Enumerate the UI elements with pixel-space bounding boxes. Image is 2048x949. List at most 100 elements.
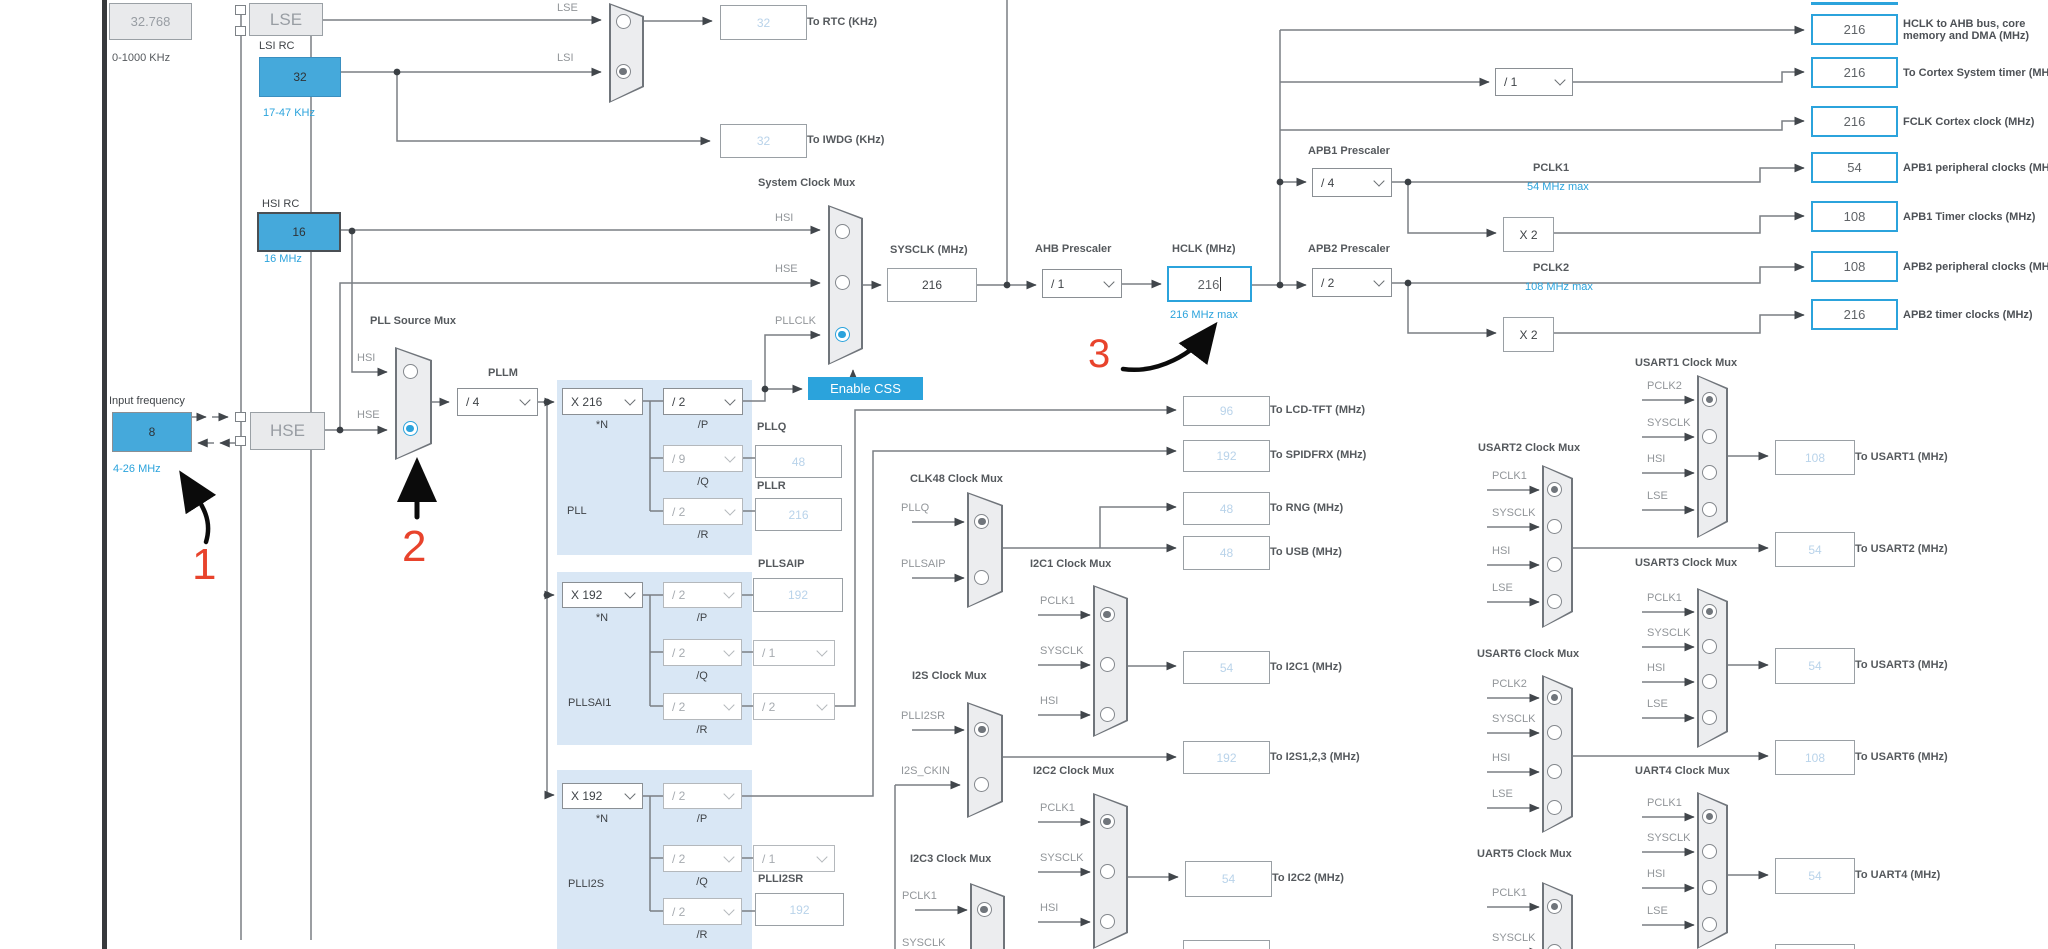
to-i2c2-value-field[interactable]: 54	[1185, 861, 1272, 897]
sys-mux-input-pllclk-radio[interactable]	[834, 327, 850, 342]
rtc-mux-input-lsi-label: LSI	[557, 52, 574, 64]
pllsai1-n-dropdown[interactable]: X 192	[562, 582, 643, 608]
to-i2s123-value-field[interactable]: 192	[1183, 741, 1270, 774]
pllsrc-mux-input-hse-radio[interactable]	[402, 421, 418, 436]
usart1-mux-input-sysclk-radio[interactable]	[1702, 429, 1718, 444]
uart5-mux	[1542, 882, 1573, 949]
usart2-mux-input-pclk1-radio[interactable]	[1547, 482, 1563, 497]
to-i2c1-value-field[interactable]: 54	[1183, 651, 1270, 684]
usart6-mux-input-pclk2-radio[interactable]	[1547, 690, 1563, 705]
chevron-down-icon	[723, 850, 735, 863]
usart6-mux-input-sysclk-radio[interactable]	[1547, 725, 1563, 740]
uart4-mux-input-lse-radio[interactable]	[1702, 917, 1718, 932]
clk48-mux-input-pllq-radio[interactable]	[974, 514, 990, 529]
apb1-prescaler-dropdown[interactable]: / 4	[1312, 168, 1392, 197]
i2c2-mux-input-hsi-radio[interactable]	[1099, 914, 1115, 929]
usart3-mux-input-pclk1-radio[interactable]	[1702, 604, 1718, 619]
hsi-range-note: 16 MHz	[264, 253, 302, 265]
usart1-mux-input-pclk2-radio[interactable]	[1702, 392, 1718, 407]
i2s-mux-input-i2s_ckin-label: I2S_CKIN	[901, 765, 950, 777]
pll-q-dropdown[interactable]: / 9	[663, 445, 743, 472]
sys-mux-input-hsi-radio[interactable]	[834, 224, 850, 239]
plli2sr-value-field[interactable]: 192	[755, 893, 844, 926]
uart4-mux-input-pclk1-radio[interactable]	[1702, 809, 1718, 824]
pllsrc-mux-input-hsi-radio[interactable]	[402, 364, 418, 379]
hclk-output-label-0: HCLK to AHB bus, core memory and DMA (MH…	[1903, 17, 2030, 42]
sysclk-label: SYSCLK (MHz)	[890, 244, 968, 256]
lse-oscillator-box: LSE	[249, 3, 323, 36]
ahb-prescaler-label: AHB Prescaler	[1035, 243, 1112, 255]
plli2s-n-dropdown[interactable]: X 192	[562, 783, 643, 809]
plli2s-q-dropdown[interactable]: / 2	[663, 845, 742, 872]
usart3-mux-input-lse-label: LSE	[1647, 698, 1668, 710]
i2c1-mux-input-hsi-radio[interactable]	[1099, 707, 1115, 722]
pllsaip-value-field[interactable]: 192	[753, 578, 843, 612]
to-usart3-value-field[interactable]: 54	[1775, 648, 1855, 684]
i2c3-mux-input-pclk1-radio[interactable]	[976, 902, 992, 917]
rtc-mux-input-lse-radio[interactable]	[615, 14, 631, 29]
i2c2-mux-input-pclk1-radio[interactable]	[1099, 814, 1115, 829]
usart2-mux-input-hsi-radio[interactable]	[1547, 557, 1563, 572]
to-usart6-value-field[interactable]: 108	[1775, 740, 1855, 775]
rtc-mux-input-lsi-radio[interactable]	[615, 64, 631, 79]
ahb-prescaler-dropdown[interactable]: / 1	[1042, 269, 1122, 298]
usart1-mux-input-lse-radio[interactable]	[1702, 502, 1718, 517]
pll-p-dropdown[interactable]: / 2	[663, 388, 743, 415]
hclk-input-field[interactable]: 216	[1167, 266, 1252, 302]
clk48-mux-input-pllsaip-radio[interactable]	[974, 570, 990, 585]
chevron-down-icon	[1554, 74, 1566, 86]
lse-frequency-field[interactable]: 32.768	[109, 3, 192, 40]
usart1-mux-input-hsi-radio[interactable]	[1702, 465, 1718, 480]
chevron-down-icon	[1373, 174, 1385, 187]
pllsai1-q-dropdown[interactable]: / 2	[663, 639, 742, 666]
i2s-mux-input-i2s_ckin-radio[interactable]	[974, 777, 990, 792]
to-rng-label: To RNG (MHz)	[1270, 501, 1344, 514]
usart6-mux-input-lse-radio[interactable]	[1547, 800, 1563, 815]
cortex-prescaler-dropdown[interactable]: / 1	[1495, 68, 1573, 96]
pllsai1-rdiv-dropdown[interactable]: / 2	[753, 693, 835, 720]
plli2s-p-dropdown[interactable]: / 2	[663, 783, 742, 809]
pllsai1-p-dropdown[interactable]: / 2	[663, 582, 742, 608]
usart6-mux-input-hsi-radio[interactable]	[1547, 764, 1563, 779]
enable-css-button[interactable]: Enable CSS	[808, 377, 923, 400]
usart2-mux-input-sysclk-radio[interactable]	[1547, 519, 1563, 534]
usart6-mux-input-sysclk-label: SYSCLK	[1492, 713, 1536, 725]
usart2-mux-input-lse-radio[interactable]	[1547, 594, 1563, 609]
uart5-mux-input-pclk1-radio[interactable]	[1547, 899, 1563, 914]
apb2-prescaler-dropdown[interactable]: / 2	[1312, 268, 1392, 297]
sys-mux-input-hse-radio[interactable]	[834, 275, 850, 290]
plli2s-qdiv-dropdown[interactable]: / 1	[753, 845, 835, 872]
sys-mux-input-hsi-label: HSI	[775, 212, 794, 224]
uart4-mux-input-sysclk-label: SYSCLK	[1647, 832, 1691, 844]
pllq-value-field[interactable]: 48	[755, 445, 842, 478]
to-spidfrx-value-field[interactable]: 192	[1183, 440, 1270, 472]
pll-r-dropdown[interactable]: / 2	[663, 498, 743, 525]
to-uart4-value-field[interactable]: 54	[1775, 858, 1855, 894]
to-usb-value-field[interactable]: 48	[1183, 536, 1270, 570]
usart3-mux-input-sysclk-radio[interactable]	[1702, 639, 1718, 654]
plli2s-r-dropdown[interactable]: / 2	[663, 898, 742, 925]
input-frequency-field[interactable]: 8	[112, 412, 192, 452]
pll-n-dropdown[interactable]: X 216	[562, 388, 643, 415]
to-lcdtft-value-field[interactable]: 96	[1183, 396, 1270, 426]
i2c2-mux-input-sysclk-radio[interactable]	[1099, 864, 1115, 879]
to-usart2-value-field[interactable]: 54	[1775, 532, 1855, 567]
pllr-value-field[interactable]: 216	[755, 498, 842, 531]
pllsai1-qdiv-dropdown[interactable]: / 1	[753, 640, 835, 666]
pllsai1-r-dropdown[interactable]: / 2	[663, 693, 742, 720]
to-rng-value-field[interactable]: 48	[1183, 492, 1270, 525]
to-usart1-value-field[interactable]: 108	[1775, 440, 1855, 475]
usart3-mux-input-hsi-radio[interactable]	[1702, 674, 1718, 689]
hclk-output-label-3: APB1 peripheral clocks (MHz)	[1903, 161, 2048, 174]
chevron-down-icon	[624, 587, 636, 599]
uart4-mux-input-sysclk-radio[interactable]	[1702, 844, 1718, 859]
uart4-mux-input-hsi-radio[interactable]	[1702, 880, 1718, 895]
to-iwdg-value-field[interactable]: 32	[720, 124, 807, 158]
i2s-mux-input-plli2sr-radio[interactable]	[974, 722, 990, 737]
pllm-dropdown[interactable]: / 4	[457, 388, 538, 416]
to-rtc_out-value-field[interactable]: 32	[720, 5, 807, 40]
input-frequency-range: 4-26 MHz	[113, 463, 161, 475]
i2c1-mux-input-sysclk-radio[interactable]	[1099, 657, 1115, 672]
i2c1-mux-input-pclk1-radio[interactable]	[1099, 607, 1115, 622]
usart3-mux-input-lse-radio[interactable]	[1702, 710, 1718, 725]
